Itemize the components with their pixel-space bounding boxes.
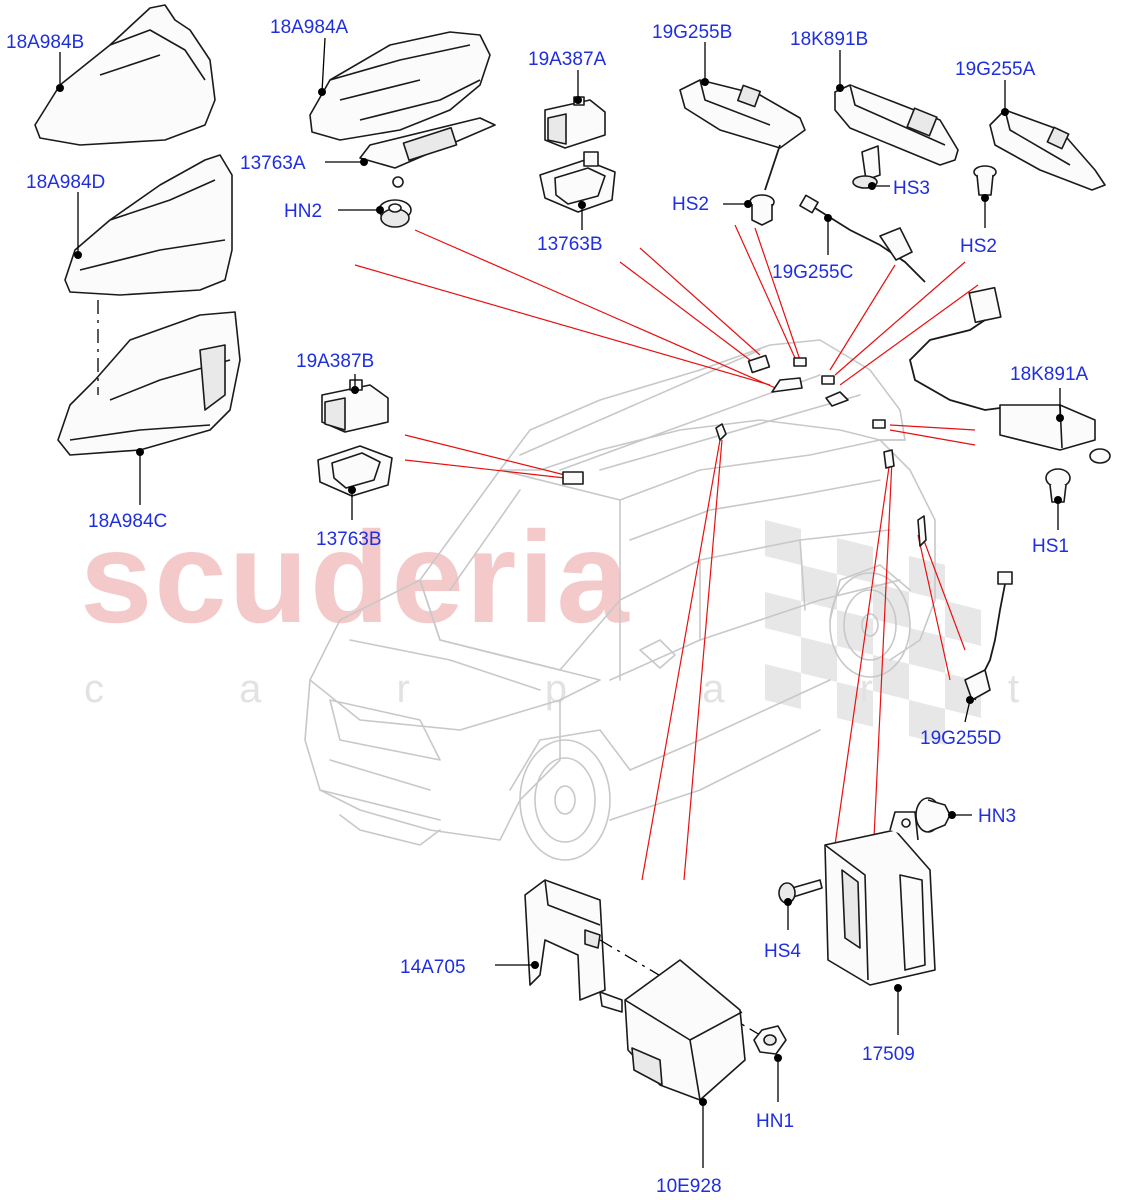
- part-19G255A: [989, 109, 1106, 191]
- part-HS2-left: [749, 194, 775, 226]
- label-HN1: HN1: [756, 1111, 794, 1132]
- label-19A387B: 19A387B: [296, 351, 374, 372]
- label-18A984A: 18A984A: [270, 17, 349, 38]
- label-18A984D: 18A984D: [26, 172, 105, 193]
- part-18A984B: [34, 4, 216, 146]
- label-10E928: 10E928: [656, 1176, 722, 1197]
- part-18A984D: [64, 154, 233, 296]
- part-19G255B: [679, 79, 806, 191]
- part-13763B-mid: [317, 445, 393, 497]
- part-18A984A: [309, 31, 496, 169]
- label-17509: 17509: [862, 1044, 915, 1065]
- label-19G255B: 19G255B: [652, 22, 732, 43]
- label-HN3: HN3: [978, 806, 1016, 827]
- part-19G255C: [799, 194, 926, 283]
- part-14A705: [524, 879, 623, 1013]
- label-13763A: 13763A: [240, 153, 306, 174]
- part-18K891A: [909, 286, 1111, 464]
- part-HS1: [1045, 468, 1071, 503]
- label-18A984C: 18A984C: [88, 511, 167, 532]
- part-19A387B: [321, 379, 389, 433]
- leader-lines: [56, 37, 1064, 1168]
- label-14A705: 14A705: [400, 957, 466, 978]
- indicator-lines: [354, 224, 979, 881]
- label-18A984B: 18A984B: [6, 32, 84, 53]
- label-HS2-right: HS2: [960, 236, 997, 257]
- label-18K891B: 18K891B: [790, 29, 868, 50]
- watermark-tagline: c a r p a r t s: [84, 667, 1122, 711]
- label-18K891A: 18K891A: [1010, 364, 1089, 385]
- label-HN2: HN2: [284, 201, 322, 222]
- label-19A387A: 19A387A: [528, 49, 607, 70]
- label-13763B-mid: 13763B: [316, 529, 382, 550]
- part-19G255D: [964, 571, 1013, 701]
- label-19G255C: 19G255C: [772, 262, 853, 283]
- part-18A984C: [57, 311, 241, 456]
- part-HN3: [915, 797, 951, 833]
- label-13763B-top: 13763B: [537, 234, 603, 255]
- part-labels: 18A984B 18A984A 19A387A 19G255B 18K891B …: [6, 17, 1089, 1197]
- part-10E928: [624, 959, 746, 1101]
- watermark-brand: scuderia: [80, 504, 631, 650]
- part-13763B-top: [539, 151, 616, 213]
- part-17509: [824, 811, 936, 986]
- part-HS3: [852, 145, 881, 189]
- label-HS2-left: HS2: [672, 194, 709, 215]
- part-18K891B: [834, 84, 959, 166]
- part-19A387A: [544, 96, 606, 149]
- label-19G255D: 19G255D: [920, 728, 1001, 749]
- part-13763A: [392, 176, 404, 188]
- part-HN1: [753, 1025, 787, 1055]
- label-HS3: HS3: [893, 178, 930, 199]
- label-HS1: HS1: [1032, 536, 1069, 557]
- part-HN2: [378, 199, 412, 228]
- label-19G255A: 19G255A: [955, 59, 1036, 80]
- part-HS2-right: [973, 165, 997, 196]
- checker-flag-logo: [765, 520, 981, 745]
- roof-mounted-parts: [562, 354, 927, 547]
- vehicle-outline: [304, 339, 936, 861]
- label-HS4: HS4: [764, 941, 801, 962]
